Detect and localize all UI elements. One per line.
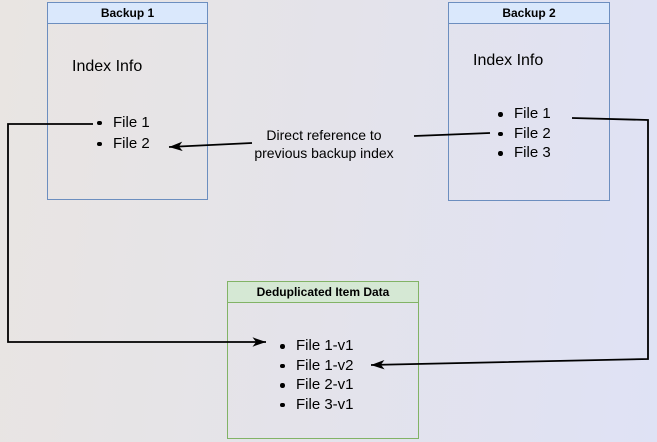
- edge-label: Direct reference to previous backup inde…: [244, 126, 404, 162]
- list-item: File 2-v1: [280, 375, 354, 395]
- list-item: File 1-v2: [280, 356, 354, 376]
- node-backup1-subtitle: Index Info: [72, 58, 143, 75]
- node-backup1-title: Backup 1: [48, 3, 207, 24]
- list-item: File 2: [498, 124, 551, 144]
- node-dedup-title: Deduplicated Item Data: [228, 282, 418, 303]
- list-item: File 1: [498, 104, 551, 124]
- node-backup2-subtitle: Index Info: [473, 52, 544, 69]
- list-item: File 3: [498, 143, 551, 163]
- list-item: File 1-v1: [280, 336, 354, 356]
- edge-label-line1: Direct reference to: [266, 127, 382, 143]
- list-item: File 1: [97, 112, 150, 133]
- edge-label-line2: previous backup index: [254, 145, 394, 161]
- list-item: File 3-v1: [280, 395, 354, 415]
- list-item: File 2: [97, 133, 150, 154]
- node-backup2-title: Backup 2: [449, 3, 609, 24]
